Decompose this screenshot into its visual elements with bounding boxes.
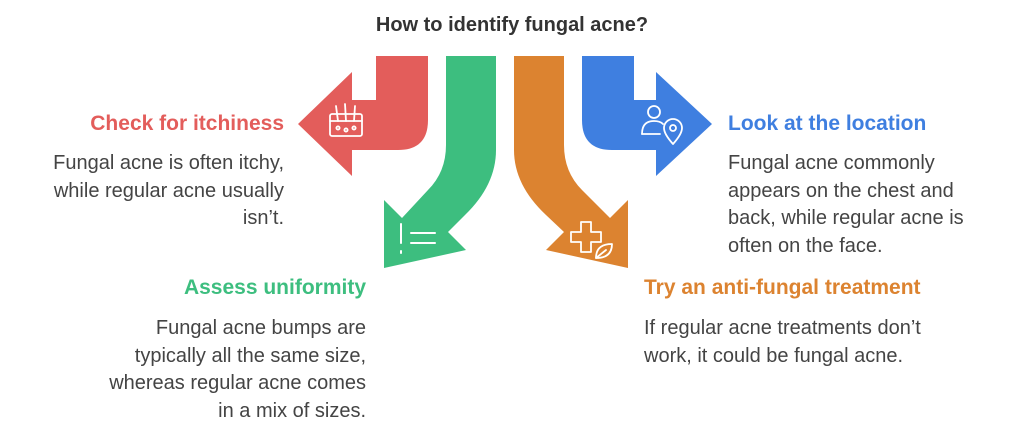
location-heading: Look at the location — [728, 112, 927, 135]
treatment-heading: Try an anti-fungal treatment — [644, 276, 921, 299]
medical-leaf-icon — [570, 221, 613, 259]
itchiness-description: Fungal acne is often itchy, while regula… — [53, 152, 284, 229]
itchiness-arrow — [298, 56, 428, 176]
uniformity-arrow — [384, 56, 496, 268]
uniformity-description: Fungal acne bumps are typically all the … — [109, 317, 366, 422]
treatment-arrow — [514, 56, 628, 268]
location-arrow — [582, 56, 712, 176]
skin-hair-icon — [329, 103, 363, 137]
itchiness-heading: Check for itchiness — [90, 112, 284, 135]
diagram-title: How to identify fungal acne? — [375, 14, 649, 36]
list-icon — [400, 223, 436, 254]
person-location-icon — [641, 105, 683, 145]
treatment-description: If regular acne treatments don’t work, i… — [644, 317, 921, 367]
location-description: Fungal acne commonly appears on the ches… — [728, 152, 964, 257]
uniformity-heading: Assess uniformity — [183, 276, 366, 299]
